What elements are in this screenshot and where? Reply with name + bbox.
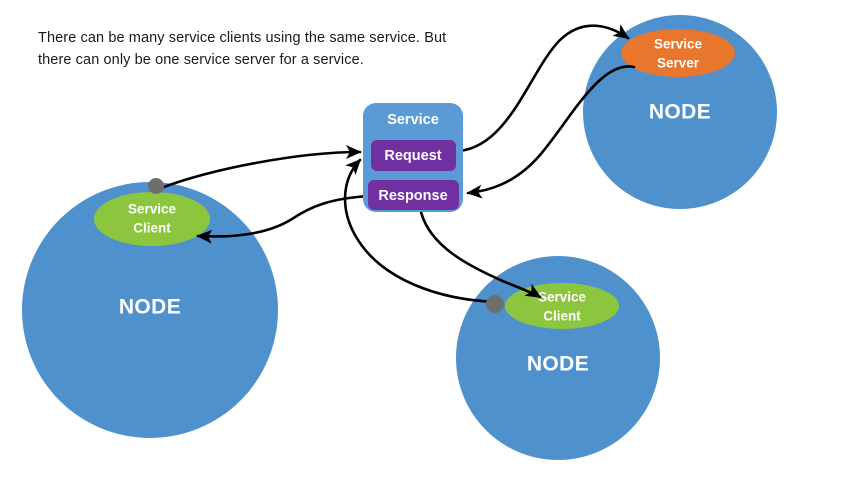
node-client-left[interactable]: NODE bbox=[22, 182, 278, 438]
service-client-bottom-label-line-2: Client bbox=[543, 309, 581, 324]
request-operation-background bbox=[371, 140, 456, 171]
service-client-left-shape bbox=[94, 192, 210, 246]
flow-response-to-client-bottom bbox=[419, 210, 542, 299]
service-server-ellipse[interactable]: Service Server bbox=[621, 29, 735, 77]
response-operation[interactable]: Response bbox=[368, 180, 459, 210]
request-operation[interactable]: Request bbox=[371, 140, 456, 171]
flow-response-to-client-left bbox=[196, 194, 373, 244]
flow-server-to-response bbox=[466, 65, 636, 199]
connector-dot-client-left bbox=[148, 178, 164, 194]
caption: There can be many service clients using … bbox=[38, 27, 468, 72]
node-client-bottom-label: NODE bbox=[527, 353, 589, 376]
service-client-left-label-line-1: Service bbox=[128, 202, 177, 217]
connector-dot-client-bottom bbox=[486, 295, 504, 313]
node-client-left-circle bbox=[22, 182, 278, 438]
service-client-left-label-line-2: Client bbox=[133, 221, 171, 236]
caption-line-2: there can only be one service server for… bbox=[38, 52, 364, 69]
service-box[interactable]: Service Request Response bbox=[363, 103, 463, 212]
service-box-title: Service bbox=[387, 112, 439, 128]
node-client-left-label: NODE bbox=[119, 296, 181, 319]
flow-client-bottom-to-request bbox=[343, 158, 499, 304]
service-server-shape bbox=[621, 29, 735, 77]
service-client-bottom-label-line-1: Service bbox=[538, 290, 587, 305]
response-operation-background bbox=[368, 180, 459, 210]
service-server-label-line-1: Service bbox=[654, 37, 703, 52]
service-server-label-line-2: Server bbox=[657, 56, 700, 71]
flow-request-to-server bbox=[457, 24, 630, 153]
response-operation-label: Response bbox=[378, 188, 447, 204]
request-operation-label: Request bbox=[384, 148, 441, 164]
service-client-left-ellipse[interactable]: Service Client bbox=[94, 192, 210, 246]
node-server-label: NODE bbox=[649, 101, 711, 124]
caption-line-1: There can be many service clients using … bbox=[38, 30, 447, 46]
flow-client-left-to-request bbox=[159, 144, 362, 190]
